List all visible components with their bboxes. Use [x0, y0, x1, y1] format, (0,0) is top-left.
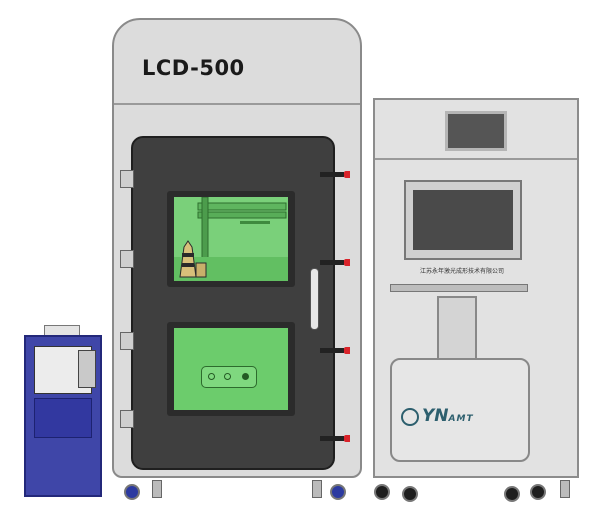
monitor-pillar [437, 296, 477, 360]
door-handle[interactable] [310, 268, 319, 330]
cabinet-divider [114, 103, 360, 105]
door-latch-icon[interactable] [320, 170, 350, 178]
door-latch-icon[interactable] [320, 346, 350, 354]
leveling-foot-icon [152, 480, 162, 498]
hinge-icon [120, 170, 134, 188]
caster-wheel-icon [402, 486, 418, 502]
brand-main: YN [422, 406, 449, 426]
leveling-foot-icon [312, 480, 322, 498]
caster-wheel-icon [530, 484, 546, 500]
monitor-screen[interactable] [413, 190, 513, 250]
brand-sub: AMT [448, 414, 474, 424]
caster-wheel-icon [124, 484, 140, 500]
control-knob-panel [201, 366, 257, 388]
door-latch-icon[interactable] [320, 434, 350, 442]
monitor-caption: 江苏永年激光成形技术有限公司 [419, 268, 504, 275]
hinge-icon [120, 410, 134, 428]
chiller-tank [78, 350, 96, 388]
caster-wheel-icon [374, 484, 390, 500]
knob-icon [208, 373, 215, 380]
door-latch-icon[interactable] [320, 258, 350, 266]
chamber-door [131, 136, 335, 470]
leveling-foot-icon [560, 480, 570, 498]
hinge-icon [120, 332, 134, 350]
brand-logo-icon [401, 408, 419, 426]
status-display [445, 111, 507, 151]
knob-icon [224, 373, 231, 380]
caster-wheel-icon [330, 484, 346, 500]
build-mechanism-graphic [174, 197, 288, 281]
keyboard-tray[interactable] [390, 284, 528, 292]
brand-wordmark: YNAMT [422, 406, 474, 426]
model-label: LCD-500 [142, 56, 245, 80]
caster-wheel-icon [504, 486, 520, 502]
knob-icon [242, 373, 249, 380]
hinge-icon [120, 250, 134, 268]
control-cabinet-divider [375, 158, 577, 160]
chiller-lower-housing [34, 398, 92, 438]
